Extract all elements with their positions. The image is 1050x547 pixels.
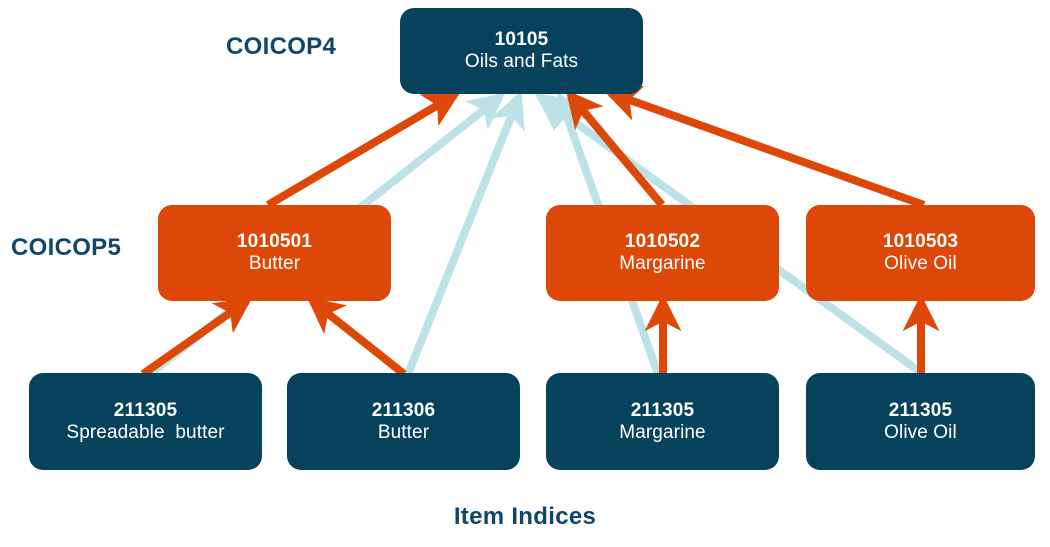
node-name: Spreadable butter [66, 421, 225, 443]
tier-label-item-indices: Item Indices [453, 503, 597, 530]
node-name: Oils and Fats [464, 51, 579, 72]
node-code: 211305 [630, 399, 695, 421]
node-coicop5-olive-oil[interactable]: 1010503 Olive Oil [806, 205, 1035, 301]
edge-item-butter-to-oils-and-fats [404, 90, 525, 376]
edge-coicop5-butter-to-oils-and-fats [265, 91, 461, 209]
node-coicop5-margarine[interactable]: 1010502 Margarine [546, 205, 779, 301]
node-name: Margarine [619, 253, 706, 274]
node-name: Margarine [619, 421, 706, 443]
edge-coicop5-margarine-to-oils-and-fats [565, 89, 666, 208]
node-item-spreadable-butter[interactable]: 211305 Spreadable butter [29, 373, 262, 470]
node-code: 10105 [494, 29, 549, 51]
edge-spreadable-butter-to-coicop5-butter [140, 297, 253, 378]
edge-group-orange [140, 85, 940, 378]
node-code: 211305 [113, 399, 178, 421]
node-item-margarine[interactable]: 211305 Margarine [546, 373, 779, 470]
node-item-butter[interactable]: 211306 Butter [287, 373, 520, 470]
edge-coicop5-olive-oil-to-oils-and-fats [603, 85, 926, 209]
node-name: Butter [377, 421, 430, 443]
node-code: 211306 [371, 399, 436, 421]
node-code: 1010502 [624, 231, 701, 253]
node-name: Olive Oil [884, 421, 957, 443]
node-item-olive-oil[interactable]: 211305 Olive Oil [806, 373, 1035, 470]
node-coicop4-oils-and-fats[interactable]: 10105 Oils and Fats [400, 8, 643, 94]
node-coicop5-butter[interactable]: 1010501 Butter [158, 205, 391, 301]
node-code: 1010503 [882, 231, 959, 253]
node-code: 1010501 [236, 231, 313, 253]
node-name: Butter [248, 253, 301, 274]
tier-label-coicop4: COICOP4 [226, 33, 337, 60]
node-name: Olive Oil [884, 253, 957, 274]
edge-item-butter-to-coicop5-butter [306, 296, 407, 378]
node-code: 211305 [888, 399, 953, 421]
tier-label-coicop5: COICOP5 [11, 234, 122, 261]
